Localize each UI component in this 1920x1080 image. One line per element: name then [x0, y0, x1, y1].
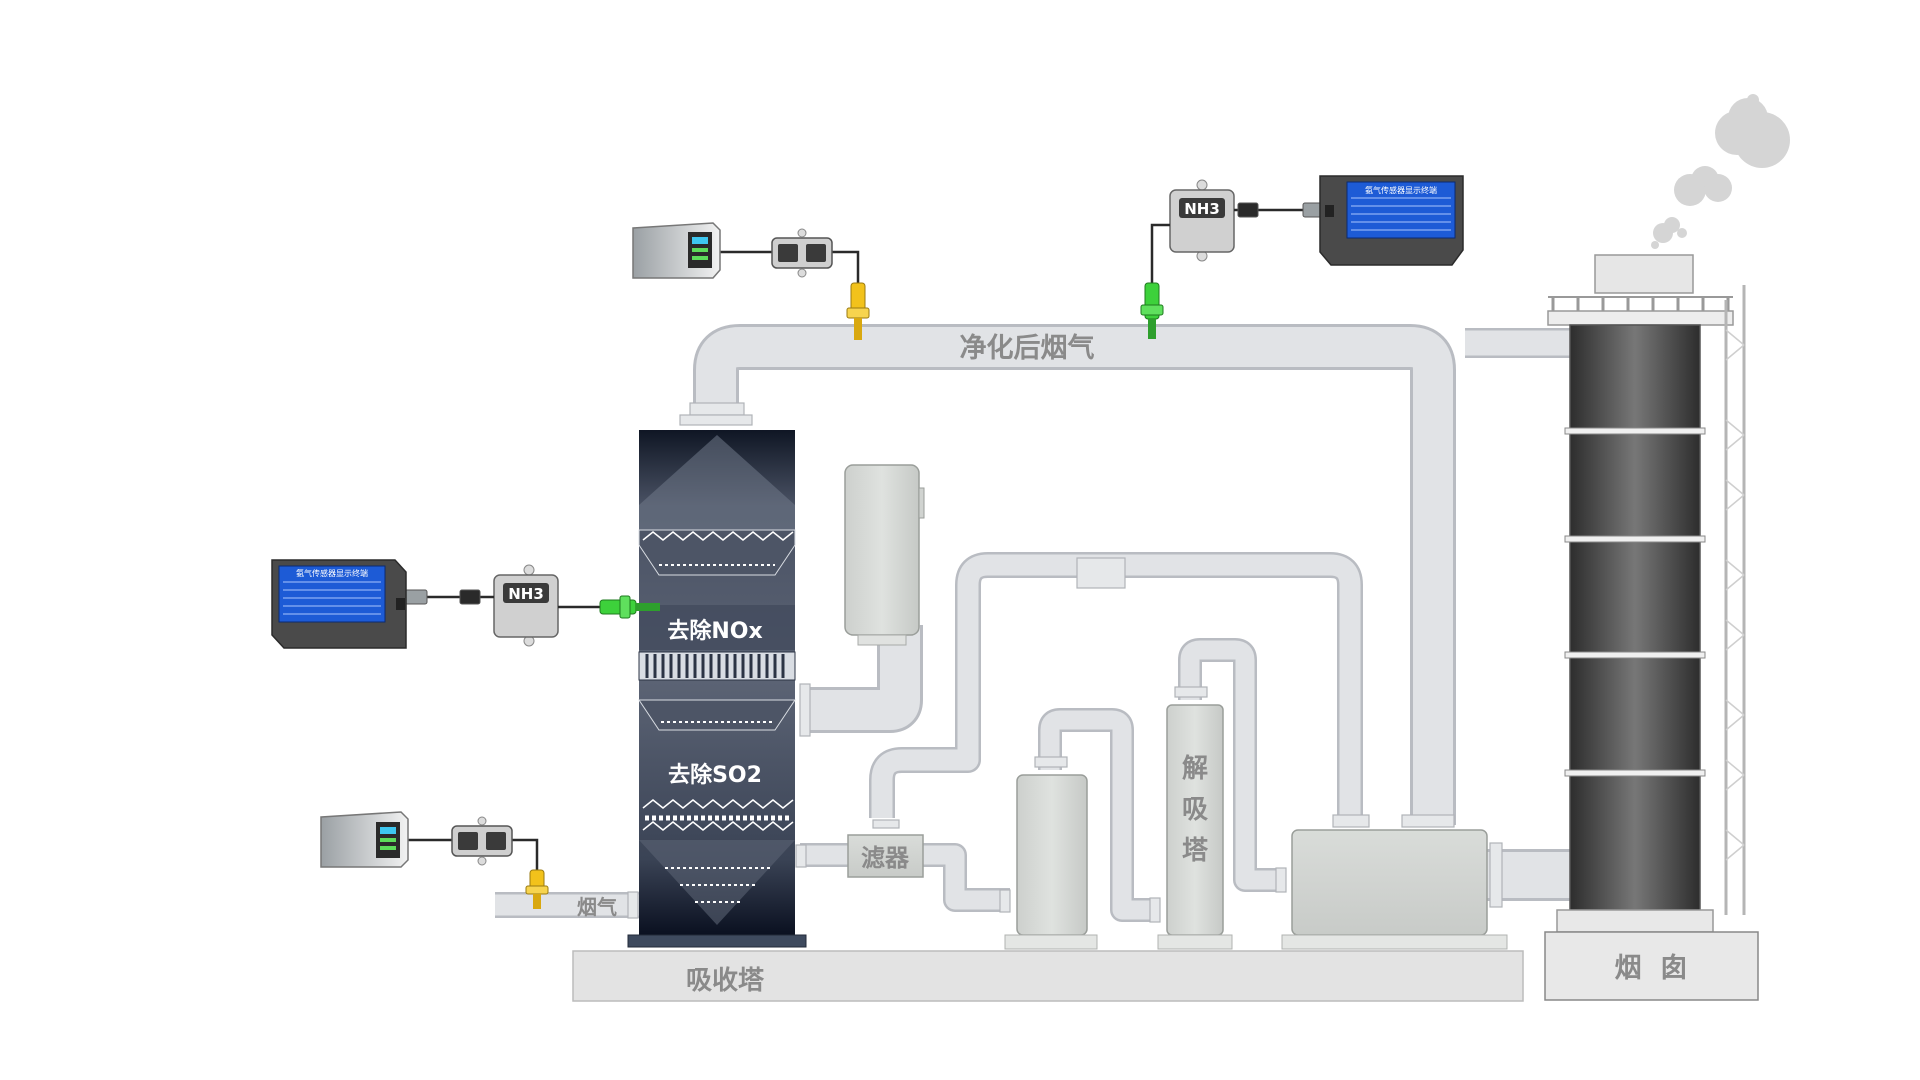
purified-gas-label: 净化后烟气	[960, 333, 1095, 364]
desorber-tower: 解 吸 塔	[1157, 704, 1233, 950]
collector-box	[1281, 829, 1508, 950]
green-probe-icon	[599, 595, 660, 619]
display-terminal-left[interactable]: 氨气传感器显示终端	[271, 559, 407, 649]
pipes	[495, 324, 1655, 922]
ground-platform	[572, 950, 1524, 1002]
flue-gas-label: 烟气	[577, 895, 617, 919]
yellow-probe-icon	[525, 869, 549, 909]
remove-so2-label: 去除SO2	[668, 762, 762, 788]
smoke-icon	[1651, 94, 1790, 249]
controller-device-top[interactable]	[632, 222, 721, 279]
display-terminal-left-title: 氨气传感器显示终端	[296, 568, 368, 578]
pipe-flanges	[627, 402, 1503, 923]
absorber-label: 吸收塔	[686, 966, 765, 996]
yellow-probe-icon	[846, 282, 870, 340]
desorber-label-3: 塔	[1182, 836, 1209, 866]
vessel-1	[1004, 774, 1098, 950]
chimney-label: 烟 囱	[1615, 953, 1688, 984]
display-terminal-right[interactable]: 氨气传感器显示终端	[1319, 175, 1464, 266]
controller-device-bottom[interactable]	[320, 811, 409, 868]
filter-unit: 滤器	[847, 834, 924, 878]
nh3-label-right: NH3	[1184, 200, 1220, 218]
nh3-sensor-left[interactable]: NH3	[493, 564, 559, 647]
side-tank	[844, 464, 925, 646]
flow-sensor-bottom[interactable]	[451, 816, 513, 866]
nh3-sensor-right[interactable]: NH3	[1169, 179, 1235, 262]
flow-sensor-top[interactable]	[771, 228, 833, 278]
desorber-label-1: 解	[1182, 754, 1208, 784]
absorber-tower: 去除NOx 去除SO2	[627, 430, 807, 948]
desorber-label-2: 吸	[1182, 795, 1208, 825]
remove-nox-label: 去除NOx	[667, 618, 762, 644]
nh3-label-left: NH3	[508, 585, 544, 603]
display-terminal-right-title: 氨气传感器显示终端	[1365, 185, 1437, 195]
filter-label: 滤器	[861, 844, 910, 872]
green-probe-icon	[1140, 282, 1164, 339]
chimney: 烟 囱	[1544, 94, 1790, 1001]
